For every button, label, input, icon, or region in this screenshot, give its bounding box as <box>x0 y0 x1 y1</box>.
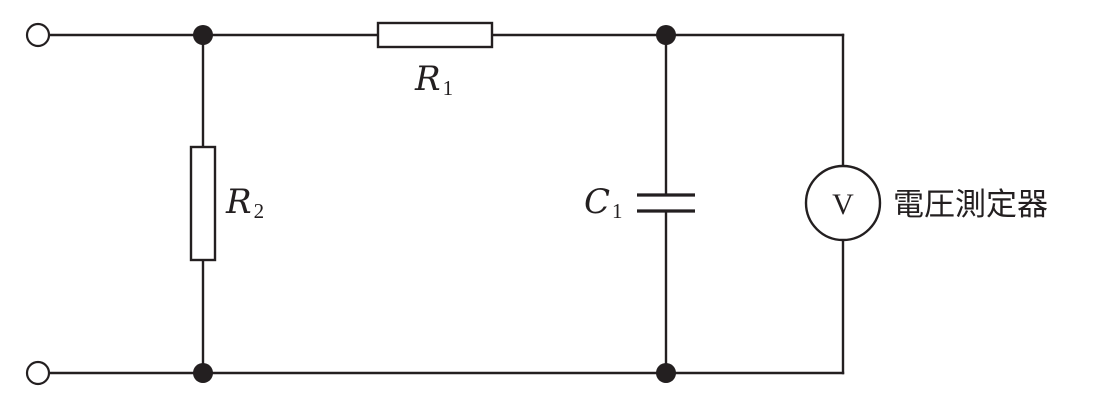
voltmeter-symbol: V <box>832 188 854 221</box>
junction-top-right <box>656 25 676 45</box>
junction-bottom-right <box>656 363 676 383</box>
label-r2-index: 2 <box>254 199 265 223</box>
junction-bottom-left <box>193 363 213 383</box>
label-r2: R2 <box>225 182 264 223</box>
terminal-bottom <box>25 360 51 386</box>
label-r2-letter: R <box>225 182 252 222</box>
resistor-r1 <box>376 21 494 49</box>
label-r1-letter: R <box>414 59 441 99</box>
label-r1-index: 1 <box>443 76 454 100</box>
label-c1-index: 1 <box>612 199 623 223</box>
label-c1-letter: C <box>584 182 610 222</box>
terminal-top <box>25 22 51 48</box>
voltmeter-circle <box>804 164 882 242</box>
voltmeter-caption: 電圧測定器 <box>893 187 1048 223</box>
label-c1: C1 <box>584 182 623 223</box>
junction-top-left <box>193 25 213 45</box>
label-r1: R1 <box>414 59 453 100</box>
resistor-r2 <box>189 145 217 262</box>
